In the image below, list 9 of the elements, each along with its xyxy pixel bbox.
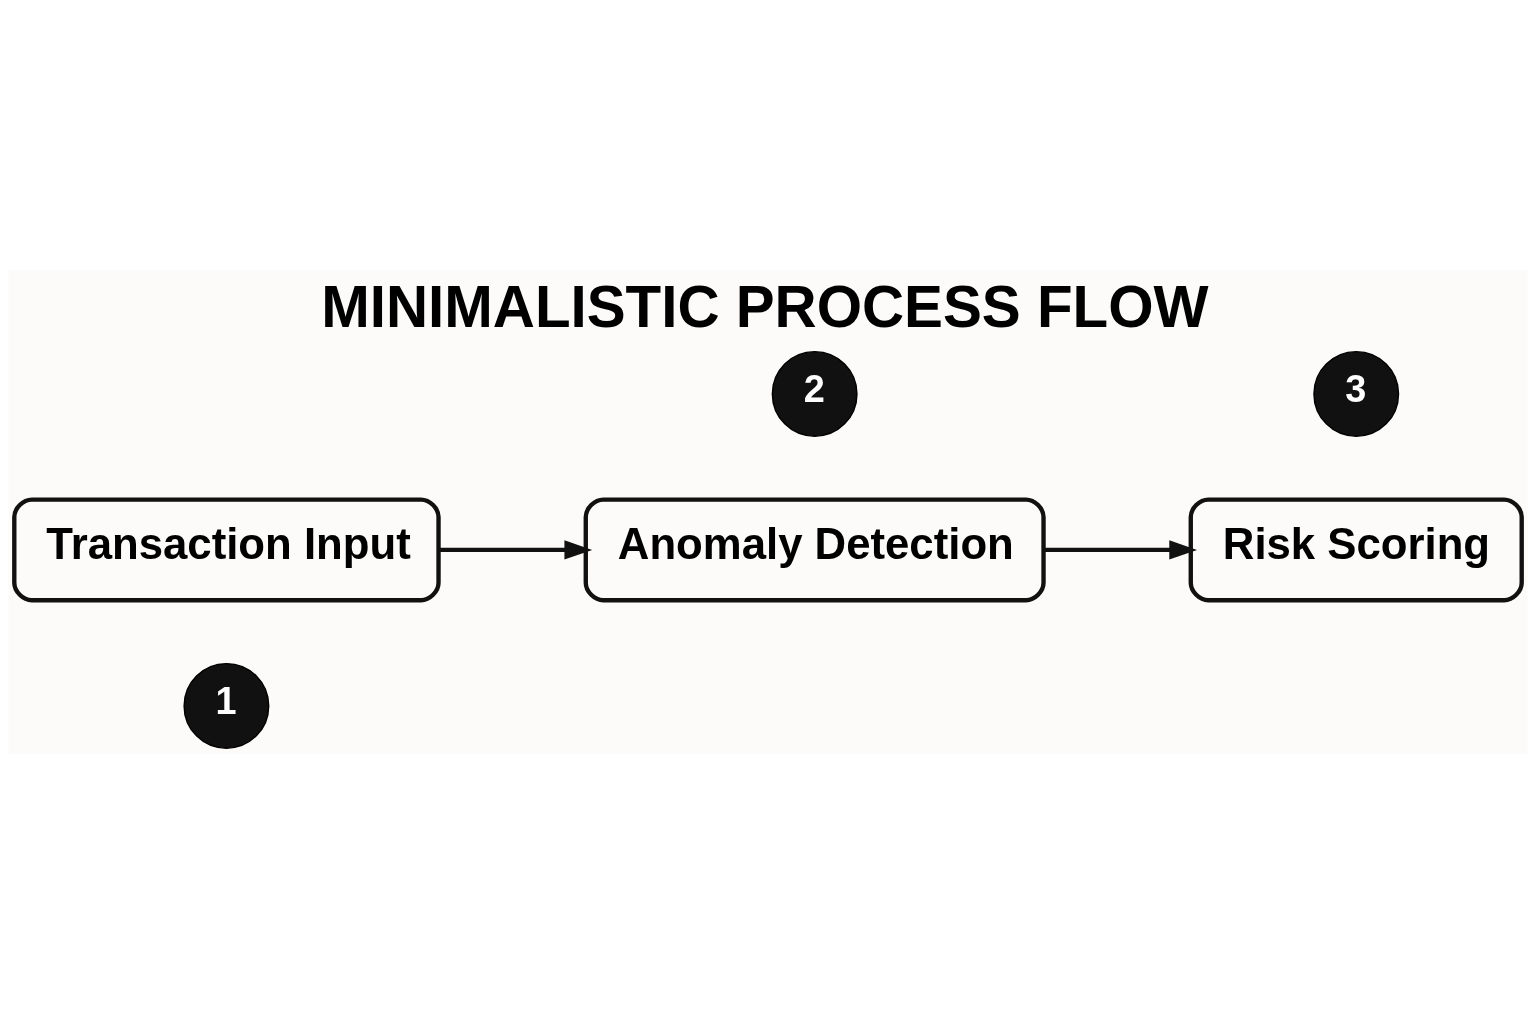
node-circle: 3 xyxy=(1313,350,1400,437)
node-box: Risk Scoring xyxy=(1188,497,1524,603)
arrow xyxy=(438,540,593,560)
node-box: Anomaly Detection xyxy=(583,497,1046,603)
node-box: Transaction Input xyxy=(12,497,441,603)
diagram-title: MINIMALISTIC PROCESS FLOW xyxy=(321,273,1209,339)
node-circle: 1 xyxy=(183,662,270,749)
arrow xyxy=(1043,540,1198,560)
node-circle: 2 xyxy=(771,350,858,437)
